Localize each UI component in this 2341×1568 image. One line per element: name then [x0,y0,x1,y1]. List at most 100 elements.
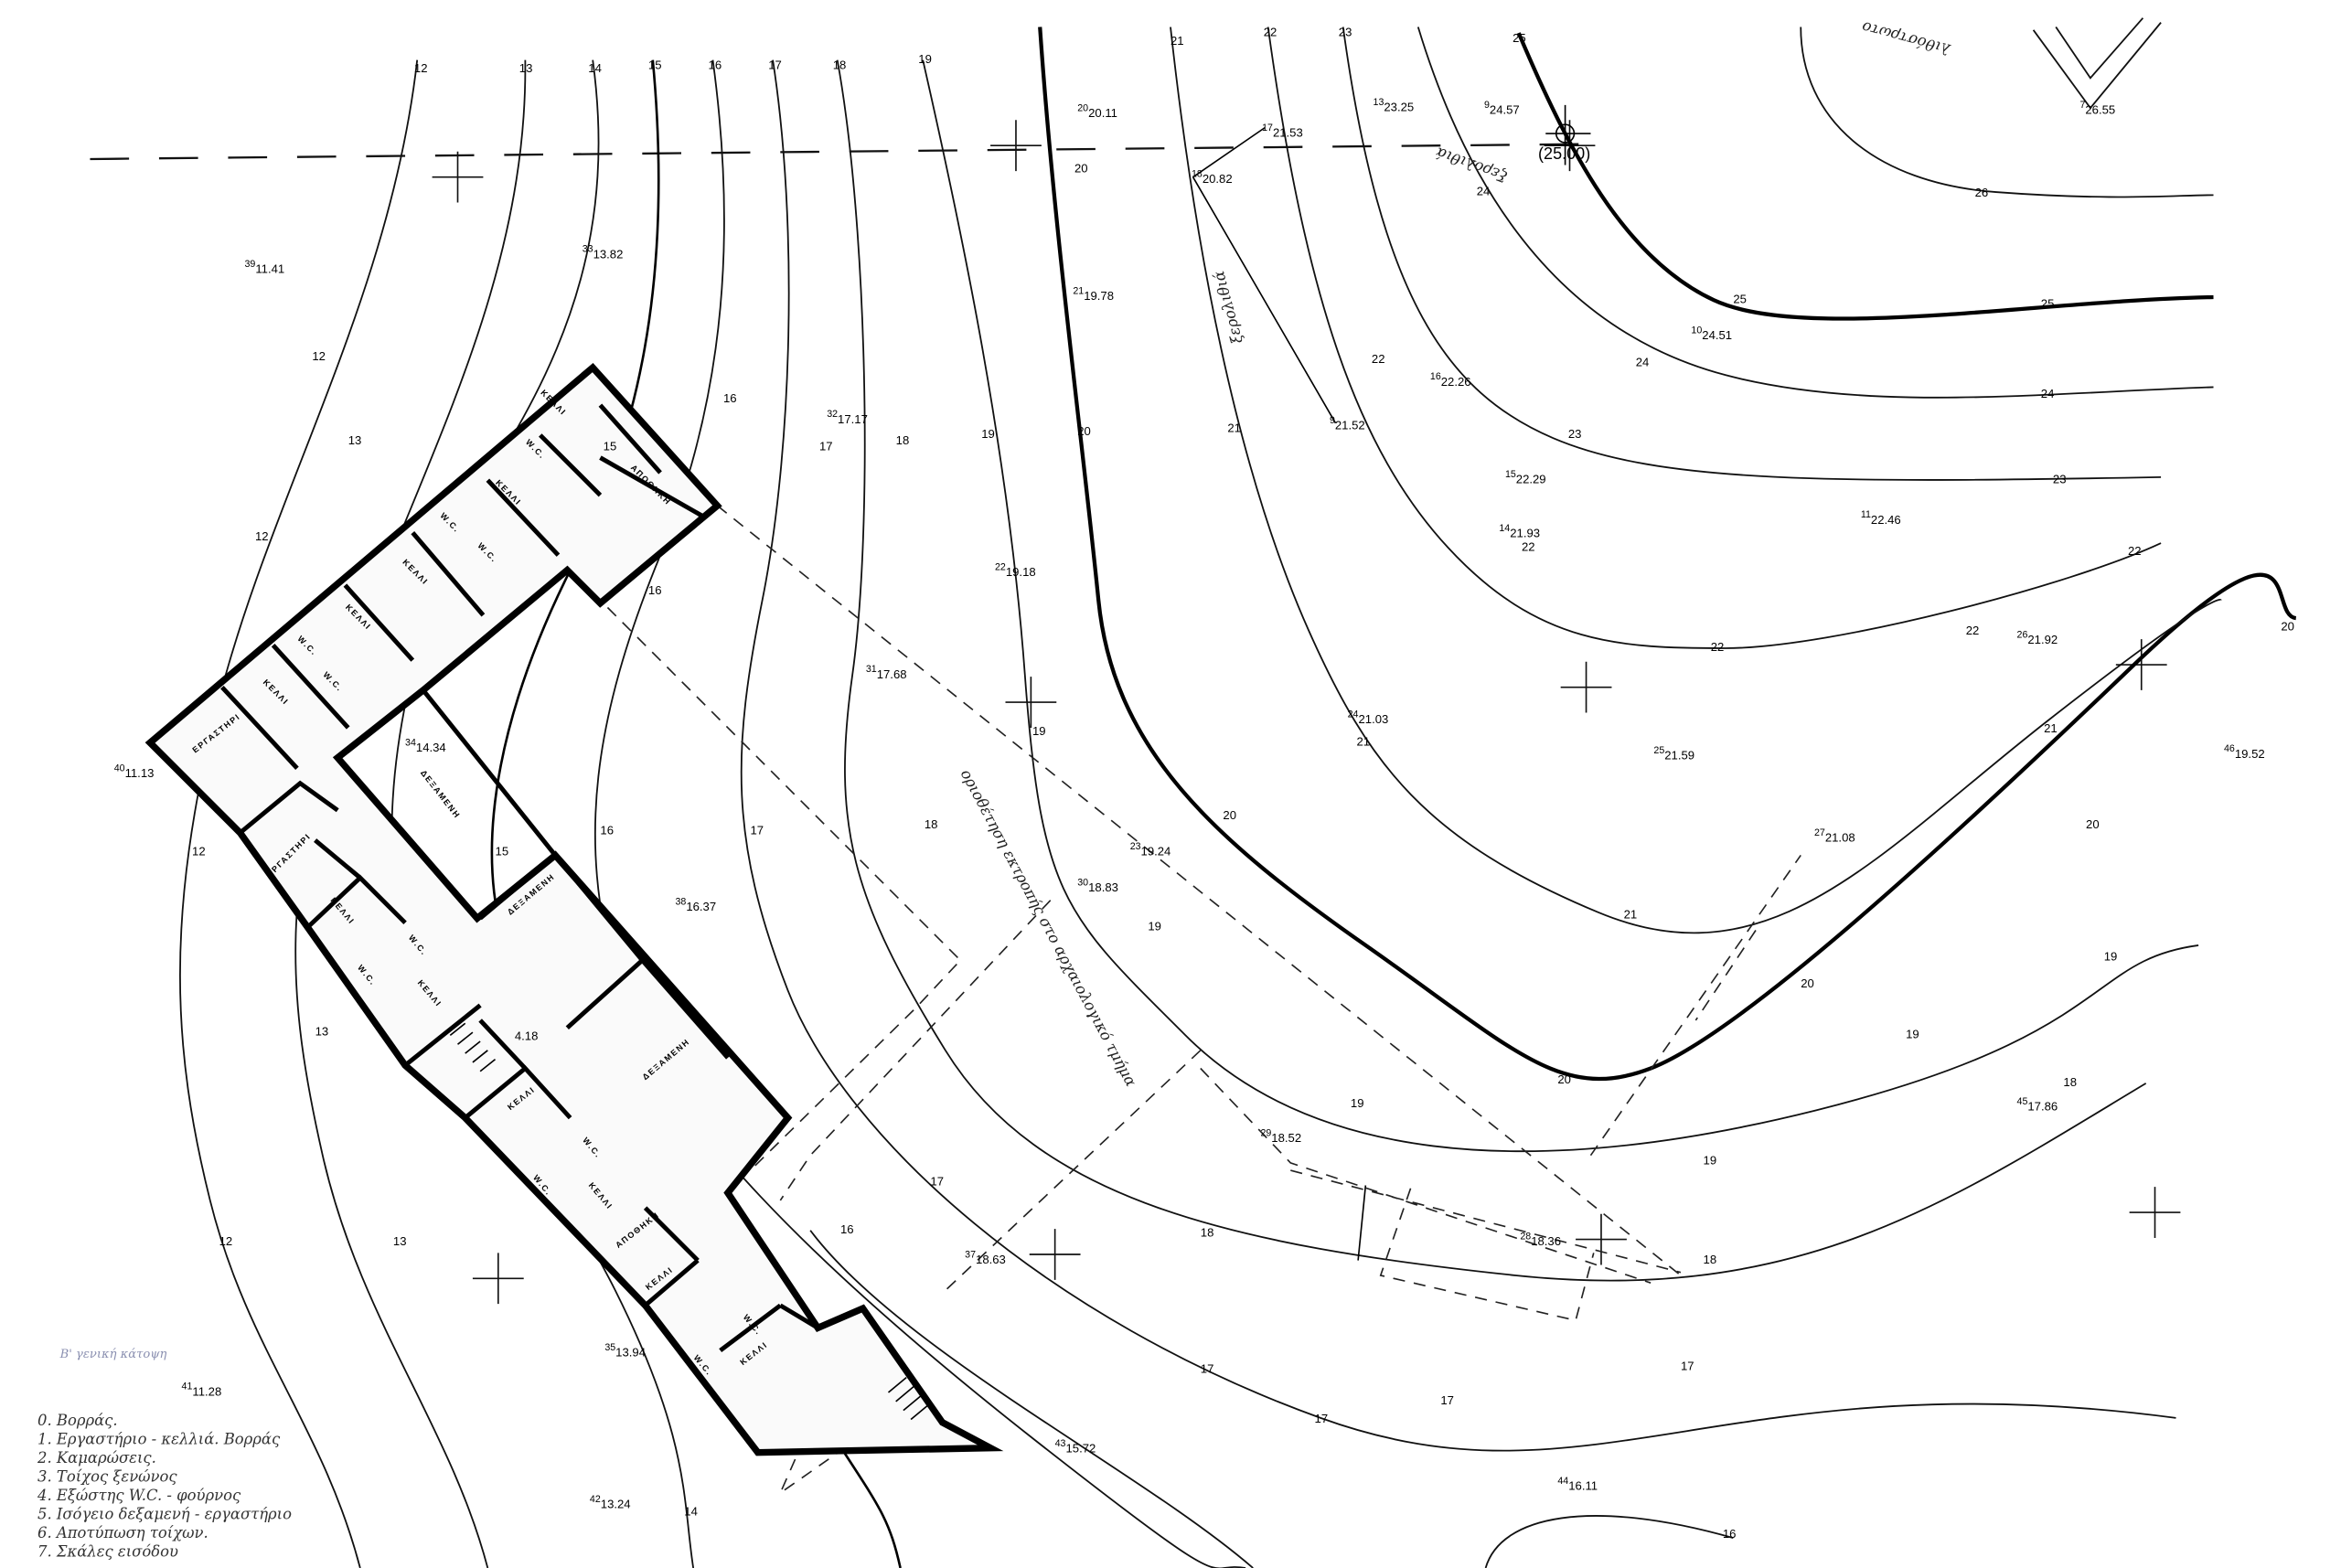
contour-label: 15 [648,58,662,71]
contour-label: 20 [1074,162,1088,176]
spot-value: 16.11 [1568,1479,1598,1493]
sheet-note: Β' γενική κάτοψη [59,1348,167,1361]
contour-label: 15 [604,439,617,453]
contour-label: 16 [600,823,614,837]
contour-label: 16 [1723,1527,1737,1541]
spot-value: 13.94 [615,1346,646,1360]
spot-id: 41 [182,1381,193,1392]
contour-label: 22 [1966,624,1980,637]
spot-elevation: 924.57 [1484,100,1520,117]
partitions [220,403,819,1353]
contour-label-group: 12 12 12 12 12 13 13 13 13 14 14 15 15 1… [192,25,2294,1541]
spot-id: 27 [1814,827,1825,838]
spot-value: 18.36 [1531,1234,1561,1248]
contour-label: 21 [1170,34,1184,48]
spot-elevation: 4619.52 [2224,743,2265,761]
spot-elevation: 2319.24 [1130,841,1171,859]
contour-label: 13 [393,1234,407,1248]
contour-label: 19 [918,52,932,66]
spot-elevation: 3718.63 [965,1249,1006,1266]
contour-label: 18 [833,58,847,71]
contour-22 [1267,27,2162,649]
spot-elevations: 3911.413313.822020.111721.531820.821323.… [114,97,2265,1510]
spot-value: 15.72 [1065,1442,1096,1456]
contour-label: 24 [1636,355,1650,368]
spot-elevation: 2119.78 [1073,286,1114,304]
spot-value: 21.03 [1358,712,1388,726]
spot-id: 43 [1055,1438,1066,1449]
spot-value: 13.24 [601,1497,631,1510]
spot-value: 19.52 [2235,747,2265,761]
spot-value: 19.18 [1006,565,1036,579]
spot-elevation: 3018.83 [1077,877,1118,894]
spot-value: 19.24 [1141,844,1171,858]
contour-label: 17 [751,823,764,837]
spot-id: 33 [583,244,593,255]
contour-label: 20 [2086,817,2100,831]
spot-id: 44 [1557,1476,1568,1487]
spot-elevation: 1323.25 [1374,97,1415,114]
spot-value: 20.82 [1203,172,1233,186]
contour-label: 19 [2104,949,2118,963]
spot-id: 22 [995,562,1006,573]
spot-elevation: 2521.59 [1653,745,1694,763]
spot-id: 29 [1260,1127,1271,1138]
grid-crosses [432,120,2181,1305]
spot-elevation: 2621.92 [2017,629,2058,646]
spot-elevation: 1122.46 [1861,509,1901,527]
contour-label: 21 [1227,421,1241,435]
spot-value: 16.37 [686,900,716,913]
contour-label: 20 [1223,808,1236,822]
spot-id: 30 [1077,877,1088,888]
spot-elevation: 2219.18 [995,562,1036,580]
spot-id: 23 [1130,841,1141,852]
contour-label: 12 [219,1234,233,1248]
contour-label: 24 [2041,387,2055,400]
spot-elevation: 3911.41 [244,259,284,276]
contour-23 [1342,27,2162,481]
spot-id: 13 [1374,97,1384,108]
spot-id: 20 [1077,102,1088,113]
contour-label: 18 [925,817,938,831]
contour-label: 16 [723,391,737,405]
contour-label: 25 [2041,296,2055,310]
contour-label: 23 [1568,427,1582,441]
legend-line: 7. Σκάλες εισόδου [37,1543,178,1561]
contour-24 [1416,27,2214,399]
spot-value: 17.68 [877,667,907,681]
contour-label: 21 [1356,735,1370,749]
spot-id: 26 [2017,629,2028,640]
spot-elevation: 2818.36 [1520,1232,1561,1249]
spot-elevation: 4315.72 [1055,1438,1096,1456]
monastery-building [144,362,1004,1456]
contour-label: 17 [768,58,782,71]
spot-value: 21.93 [1510,527,1540,540]
contour-label: 12 [312,349,326,363]
spot-value: 18.52 [1271,1131,1301,1145]
contour-label: 23 [1339,25,1352,38]
legend-line: 1. Εργαστήριο - κελλιά. Βορράς [37,1431,281,1448]
contour-25 [1516,32,2214,321]
legend-line: 6. Αποτύπωση τοίχων. [37,1524,208,1541]
spot-id: 28 [1520,1232,1531,1243]
stair-icon [449,1022,930,1421]
spot-elevation: 3117.68 [866,664,907,681]
spot-elevation: 4011.13 [114,763,155,781]
spot-value: 11.13 [125,766,155,780]
spot-value: 23.25 [1384,100,1414,113]
spot-id: 40 [114,763,125,774]
contour-12 [179,59,419,1568]
contour-label: 20 [1801,976,1814,990]
spot-elevation: 2020.11 [1077,102,1117,120]
contour-label: 22 [1372,352,1385,366]
contour-label: 16 [709,58,722,71]
spot-elevation: 1024.51 [1691,325,1732,342]
spot-value: 21.59 [1664,748,1694,762]
spot-elevation: 4416.11 [1557,1476,1598,1493]
legend-line: 2. Καμαρώσεις. [37,1449,156,1467]
contour-label: 17 [1315,1412,1329,1425]
contour-label: 13 [519,61,533,75]
contour-label: 21 [1624,907,1638,921]
spot-value: 18.63 [976,1253,1006,1266]
spot-elevation: 726.55 [2079,100,2115,117]
